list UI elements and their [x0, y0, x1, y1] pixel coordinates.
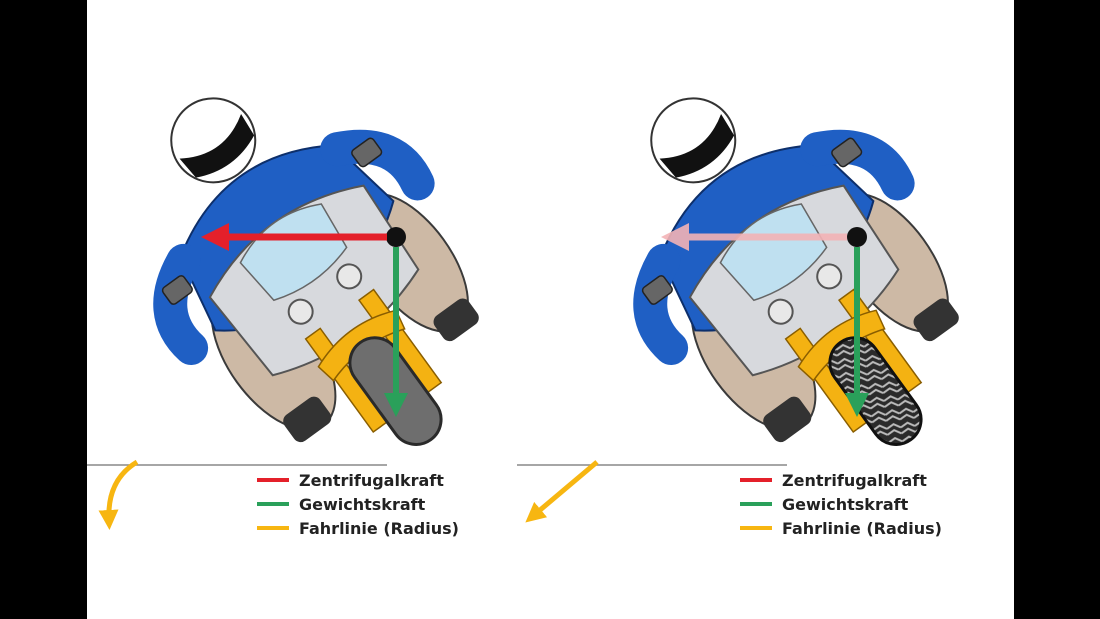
- legend-item-centrifugal: Zentrifugalkraft: [257, 468, 459, 492]
- headlight-right: [816, 263, 843, 290]
- right-panel: [517, 97, 959, 523]
- legend-right: Zentrifugalkraft Gewichtskraft Fahrlinie…: [740, 468, 942, 540]
- legend-swatch-yellow: [740, 526, 772, 530]
- center-of-mass-dot: [386, 227, 406, 247]
- legend-swatch-yellow: [257, 526, 289, 530]
- headlight-left: [767, 298, 794, 325]
- left-panel: [87, 97, 479, 530]
- riding-line-arrow: [98, 459, 139, 530]
- motorcycle-rider-right: [633, 97, 959, 446]
- legend-label: Zentrifugalkraft: [299, 470, 444, 490]
- diagram-illustration: [87, 97, 959, 530]
- legend-label: Fahrlinie (Radius): [782, 518, 942, 538]
- rider-boot-right: [433, 298, 479, 342]
- rider-boot-left: [283, 396, 332, 443]
- legend-swatch-red: [740, 478, 772, 482]
- center-of-mass-dot: [847, 227, 867, 247]
- legend-item-riding-line: Fahrlinie (Radius): [257, 516, 459, 540]
- helmet-visor: [179, 113, 255, 178]
- rider-arm-right: [320, 129, 435, 201]
- mirror-left: [641, 275, 673, 305]
- rider-arm-left: [633, 243, 689, 366]
- rider-boot-left: [763, 396, 812, 443]
- riding-line-arrow: [525, 460, 599, 523]
- mirror-left: [161, 275, 193, 305]
- legend-left: Zentrifugalkraft Gewichtskraft Fahrlinie…: [257, 468, 459, 540]
- motorcycle-rider-left: [153, 97, 479, 446]
- legend-swatch-green: [740, 502, 772, 506]
- legend-label: Gewichtskraft: [299, 494, 426, 514]
- headlight-left: [287, 298, 314, 325]
- headlight-right: [336, 263, 363, 290]
- diagram-canvas: Zentrifugalkraft Gewichtskraft Fahrlinie…: [87, 0, 1014, 619]
- mirror-right: [831, 137, 863, 168]
- legend-item-centrifugal: Zentrifugalkraft: [740, 468, 942, 492]
- legend-item-gravity: Gewichtskraft: [257, 492, 459, 516]
- rider-arm-right: [800, 129, 915, 201]
- legend-swatch-green: [257, 502, 289, 506]
- legend-item-gravity: Gewichtskraft: [740, 492, 942, 516]
- legend-label: Fahrlinie (Radius): [299, 518, 459, 538]
- legend-label: Zentrifugalkraft: [782, 470, 927, 490]
- rider-boot-right: [913, 298, 959, 342]
- legend-item-riding-line: Fahrlinie (Radius): [740, 516, 942, 540]
- legend-label: Gewichtskraft: [782, 494, 909, 514]
- helmet-visor: [659, 113, 735, 178]
- legend-swatch-red: [257, 478, 289, 482]
- mirror-right: [351, 137, 383, 168]
- rider-arm-left: [153, 243, 209, 366]
